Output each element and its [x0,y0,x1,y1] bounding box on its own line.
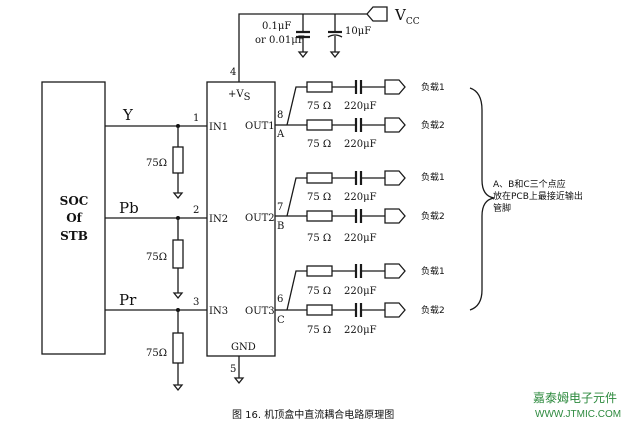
ground-symbol-cap2 [329,51,341,59]
output-pin-6: 6 [277,294,283,305]
note-line2: 放在PCB上最接近输出 [493,190,583,202]
r-label-2a: 75 Ω [307,192,331,203]
c-label-3a: 220μF [344,286,377,297]
watermark-url: WWW.JTMIC.COM [535,409,621,420]
vcc-label: VCC [394,6,420,27]
input-pin-1: 1 [193,113,199,124]
output-channel-a: OUT1 8 A 75 Ω 220μF 75 Ω 220μF 负载1 负载2 [245,79,445,150]
out2-label: OUT2 [245,213,275,224]
input-pin-3: 3 [193,297,199,308]
cap1-value-line1: 0.1μF [262,21,291,32]
chip-supply-label: +VS [228,89,251,103]
output-pin-7: 7 [277,202,283,213]
c-label-2b: 220μF [344,233,377,244]
term-resistor-2: 75Ω [146,252,167,263]
r-label-3a: 75 Ω [307,286,331,297]
input-channel-pb: Pb 2 IN2 75Ω [105,199,228,300]
r-label-1a: 75 Ω [307,101,331,112]
c-label-1b: 220μF [344,139,377,150]
gnd-pin-number: 5 [230,364,236,375]
c-label-1a: 220μF [344,101,377,112]
figure-caption: 图 16. 机顶盒中直流耦合电路原理图 [232,408,394,421]
r-label-1b: 75 Ω [307,139,331,150]
in3-label: IN3 [209,306,228,317]
ground-symbol-cap1 [297,51,309,59]
soc-block [41,81,106,355]
soc-label-line3: STB [60,229,88,243]
term-resistor-1: 75Ω [146,158,167,169]
note-line3: 管脚 [493,202,511,214]
output-channel-c: OUT3 6 C 75 Ω 220μF 75 Ω 220μF 负载1 负载2 [245,263,445,336]
out1-label: OUT1 [245,121,275,132]
c-label-2a: 220μF [344,192,377,203]
signal-label-pb: Pb [119,199,139,217]
load2-a: 负载2 [421,119,445,131]
node-a-label: A [276,129,285,140]
signal-label-pr: Pr [119,291,137,309]
input-pin-2: 2 [193,205,199,216]
note-line1: A、B和C三个点应 [493,178,566,190]
soc-label-line2: Of [66,211,82,225]
cap1-value-line2: or 0.01μF [255,35,305,46]
soc-label-line1: SOC [60,194,89,208]
input-channel-pr: Pr 3 IN3 75Ω [105,291,228,392]
in2-label: IN2 [209,214,228,225]
load1-b: 负载1 [421,171,445,183]
term-resistor-3: 75Ω [146,348,167,359]
ground-symbol-chip [233,377,245,385]
signal-label-y: Y [122,106,134,124]
supply-pin-number: 4 [230,67,236,78]
output-channel-b: OUT2 7 B 75 Ω 220μF 75 Ω 220μF 负载1 负载2 [245,170,445,244]
c-label-3b: 220μF [344,325,377,336]
chip-gnd-label: GND [231,342,256,353]
load1-c: 负载1 [421,265,445,277]
watermark-cn: 嘉泰姆电子元件 [533,391,617,405]
grouping-brace [469,87,495,311]
r-label-3b: 75 Ω [307,325,331,336]
node-c-label: C [277,315,285,326]
output-pin-8: 8 [277,110,283,121]
vcc-terminal [366,6,388,22]
in1-label: IN1 [209,122,228,133]
input-channel-y: Y 1 IN1 75Ω [105,106,228,200]
cap2-value: 10μF [345,26,371,37]
node-b-label: B [277,221,284,232]
r-label-2b: 75 Ω [307,233,331,244]
load2-b: 负载2 [421,210,445,222]
out3-label: OUT3 [245,306,275,317]
load1-a: 负载1 [421,81,445,93]
load2-c: 负载2 [421,304,445,316]
driver-chip [206,81,276,357]
